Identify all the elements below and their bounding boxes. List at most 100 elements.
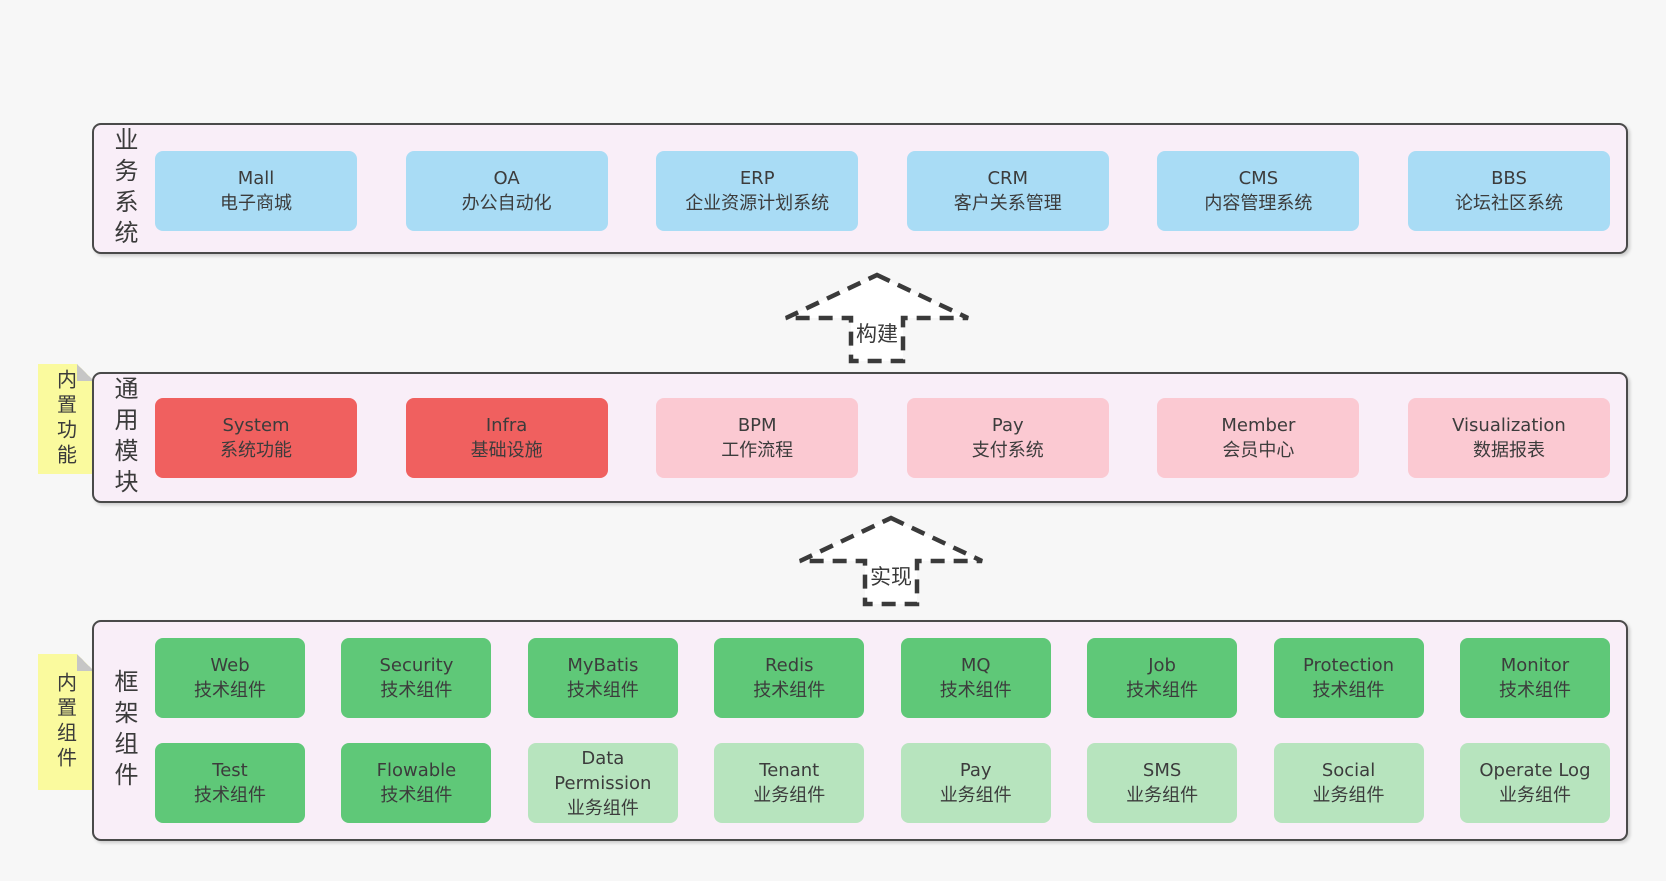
box-name: MQ (960, 655, 991, 676)
box-name: Job (1148, 655, 1176, 676)
box-name: Monitor (1500, 655, 1570, 676)
box-name: Infra (485, 415, 528, 436)
implement-arrow-icon: 实现 (796, 514, 986, 608)
box-description: 技术组件 (1312, 680, 1385, 701)
box-name: OA (493, 168, 520, 189)
diagram-box: MQ 技术组件 (900, 638, 1051, 718)
diagram-box: Visualization 数据报表 (1407, 398, 1610, 478)
box-name: CMS (1238, 168, 1279, 189)
box-description: 系统功能 (220, 440, 292, 461)
box-description: 企业资源计划系统 (685, 193, 830, 214)
box-description: 论坛社区系统 (1454, 193, 1563, 214)
box-name: BPM (737, 415, 777, 436)
diagram-box: BBS 论坛社区系统 (1407, 151, 1610, 231)
diagram-box: Job 技术组件 (1087, 638, 1238, 718)
diagram-box: Social 业务组件 (1273, 743, 1424, 823)
diagram-box: CRM 客户关系管理 (906, 151, 1109, 231)
diagram-box: Operate Log 业务组件 (1459, 743, 1610, 823)
diagram-box: OA 办公自动化 (405, 151, 608, 231)
box-name: System (222, 415, 290, 436)
diagram-box: Member 会员中心 (1157, 398, 1360, 478)
box-description: 业务组件 (939, 785, 1012, 806)
section-title: 通用模块 (110, 375, 138, 500)
box-description: 业务组件 (1498, 785, 1571, 806)
box-name: Data Permission (554, 747, 652, 794)
diagram-box: Tenant 业务组件 (714, 743, 865, 823)
arrow-label-build: 构建 (856, 322, 898, 346)
box-name: Pay (959, 760, 992, 781)
diagram-box: Monitor 技术组件 (1459, 638, 1610, 718)
diagram-box: SMS 业务组件 (1087, 743, 1238, 823)
components-box-row-2: Test 技术组件 Flowable 技术组件 Data Permission … (155, 743, 1610, 823)
components-box-row-1: Web 技术组件 Security 技术组件 MyBatis 技术组件 Redi… (155, 638, 1610, 718)
box-description: 业务组件 (1126, 785, 1199, 806)
diagram-box: Web 技术组件 (155, 638, 305, 718)
box-description: 内容管理系统 (1204, 193, 1313, 214)
section-framework-components: 框架组件 Web 技术组件 Security 技术组件 MyBatis 技术组件… (92, 620, 1628, 841)
box-description: 客户关系管理 (953, 193, 1062, 214)
box-description: 业务组件 (1312, 785, 1385, 806)
box-description: 技术组件 (1126, 680, 1199, 701)
diagram-box: CMS 内容管理系统 (1157, 151, 1360, 231)
box-name: Pay (991, 415, 1024, 436)
box-name: MyBatis (567, 655, 639, 676)
box-description: 技术组件 (753, 680, 826, 701)
section-common-modules: 通用模块 System 系统功能 Infra 基础设施 BPM 工作流程 Pay… (92, 372, 1628, 503)
box-name: Web (210, 655, 250, 676)
diagram-box: Flowable 技术组件 (341, 743, 492, 823)
diagram-box: Pay 业务组件 (900, 743, 1051, 823)
sticky-note-built-in-components: 内置组件 (38, 654, 94, 790)
box-name: BBS (1491, 168, 1527, 189)
box-name: Tenant (759, 760, 820, 781)
sticky-note-label: 内置组件 (53, 672, 78, 772)
sticky-note-built-in-features: 内置功能 (38, 364, 94, 474)
box-name: Protection (1302, 655, 1395, 676)
diagram-box: Security 技术组件 (341, 638, 492, 718)
section-title: 框架组件 (110, 668, 138, 793)
box-name: Redis (764, 655, 814, 676)
diagram-box: BPM 工作流程 (656, 398, 859, 478)
box-description: 电子商城 (220, 193, 292, 214)
box-name: Social (1321, 760, 1376, 781)
box-name: SMS (1142, 760, 1182, 781)
box-name: Visualization (1452, 415, 1566, 436)
diagram-box: Mall 电子商城 (155, 151, 357, 231)
box-description: 会员中心 (1222, 440, 1295, 461)
box-description: 技术组件 (1498, 680, 1571, 701)
diagram-box: Infra 基础设施 (405, 398, 608, 478)
diagram-box: System 系统功能 (155, 398, 357, 478)
box-description: 技术组件 (939, 680, 1012, 701)
diagram-box: Pay 支付系统 (906, 398, 1109, 478)
box-description: 支付系统 (971, 440, 1044, 461)
diagram-box: ERP 企业资源计划系统 (656, 151, 859, 231)
box-name: Test (212, 760, 248, 781)
sticky-note-label: 内置功能 (53, 369, 78, 469)
diagram-box: MyBatis 技术组件 (527, 638, 678, 718)
box-name: ERP (739, 168, 775, 189)
box-description: 技术组件 (194, 785, 266, 806)
box-name: Mall (237, 168, 275, 189)
business-box-row: Mall 电子商城 OA 办公自动化 ERP 企业资源计划系统 CRM 客户关系… (155, 151, 1610, 231)
box-description: 基础设施 (470, 440, 543, 461)
build-arrow-icon: 构建 (782, 271, 972, 365)
box-description: 业务组件 (753, 785, 826, 806)
box-description: 数据报表 (1472, 440, 1545, 461)
box-description: 办公自动化 (461, 193, 552, 214)
box-name: Flowable (376, 760, 457, 781)
section-business-systems: 业务系统 Mall 电子商城 OA 办公自动化 ERP 企业资源计划系统 CRM… (92, 123, 1628, 254)
box-description: 业务组件 (566, 797, 639, 819)
section-title: 业务系统 (110, 126, 138, 251)
box-name: Operate Log (1479, 760, 1591, 781)
diagram-box: Protection 技术组件 (1273, 638, 1424, 718)
box-name: Member (1221, 415, 1296, 436)
diagram-box: Data Permission 业务组件 (527, 743, 678, 823)
diagram-box: Test 技术组件 (155, 743, 305, 823)
arrow-label-implement: 实现 (870, 565, 912, 589)
modules-box-row: System 系统功能 Infra 基础设施 BPM 工作流程 Pay 支付系统… (155, 398, 1610, 478)
box-name: CRM (987, 168, 1029, 189)
box-description: 工作流程 (721, 440, 794, 461)
box-name: Security (379, 655, 454, 676)
box-description: 技术组件 (566, 680, 639, 701)
box-description: 技术组件 (194, 680, 266, 701)
